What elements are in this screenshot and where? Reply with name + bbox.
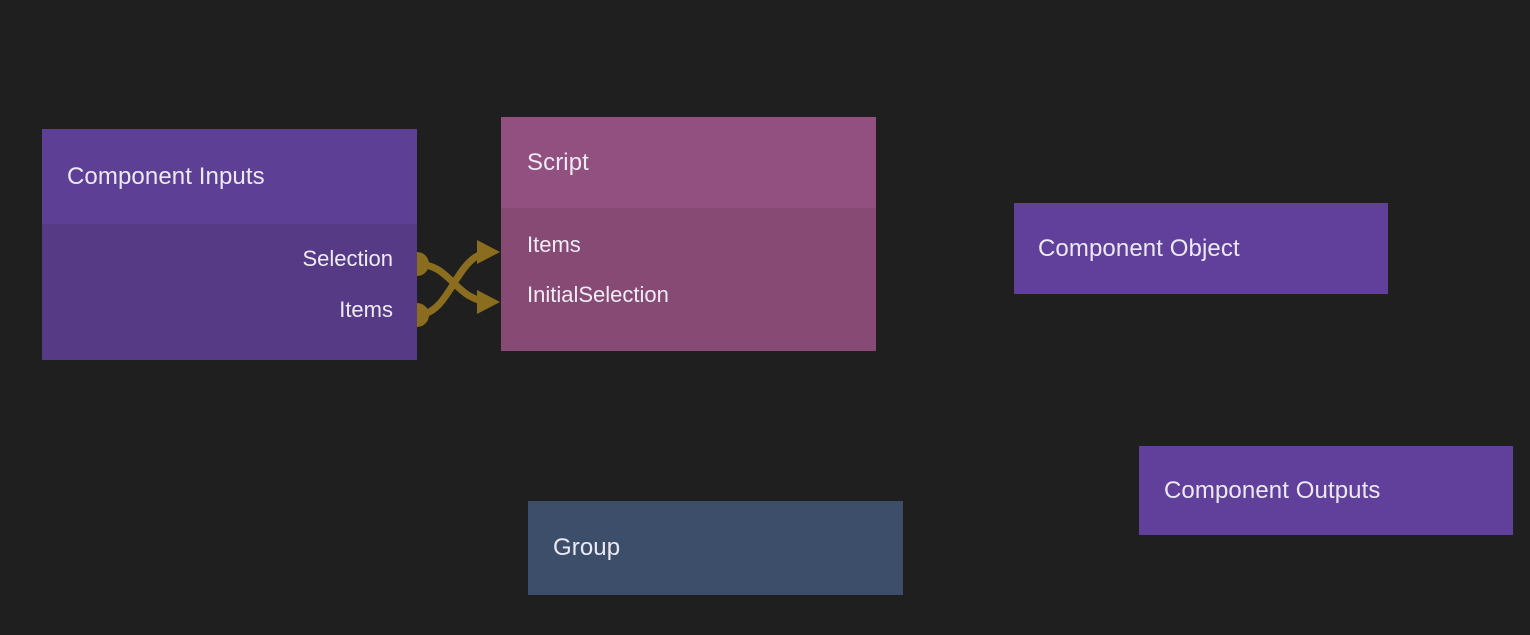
input-port-items[interactable]: Items <box>501 234 581 256</box>
node-title-component-object: Component Object <box>1038 234 1240 262</box>
output-port-selection[interactable]: Selection <box>302 248 417 270</box>
output-port-label-selection: Selection <box>302 246 393 271</box>
node-header-component-outputs[interactable]: Component Outputs <box>1139 446 1513 535</box>
node-header-component-inputs[interactable]: Component Inputs <box>42 129 417 224</box>
node-title-group: Group <box>553 534 621 561</box>
input-port-initialselection[interactable]: InitialSelection <box>501 284 669 306</box>
node-component-object[interactable]: Component Object <box>1014 203 1388 294</box>
output-port-label-items: Items <box>339 297 393 322</box>
input-port-label-initialselection: InitialSelection <box>527 282 669 307</box>
node-title-script: Script <box>527 148 589 176</box>
node-header-script[interactable]: Script <box>501 117 876 208</box>
node-body-script: Items InitialSelection <box>501 208 876 351</box>
node-header-group[interactable]: Group <box>528 501 903 595</box>
port-arrow-items[interactable] <box>477 240 500 264</box>
wire-selection-to-initialselection <box>413 260 496 306</box>
node-header-component-object[interactable]: Component Object <box>1014 203 1388 294</box>
node-component-inputs[interactable]: Component Inputs Selection Items <box>42 129 417 360</box>
node-script[interactable]: Script Items InitialSelection <box>501 117 876 351</box>
node-title-component-outputs: Component Outputs <box>1164 476 1381 504</box>
input-port-label-items: Items <box>527 232 581 257</box>
node-title-component-inputs: Component Inputs <box>67 162 265 190</box>
wire-items-to-items <box>413 248 496 319</box>
output-port-items[interactable]: Items <box>339 299 417 321</box>
node-component-outputs[interactable]: Component Outputs <box>1139 446 1513 535</box>
node-body-component-inputs: Selection Items <box>42 224 417 360</box>
port-arrow-initialselection[interactable] <box>477 290 500 314</box>
node-group[interactable]: Group <box>528 501 903 595</box>
